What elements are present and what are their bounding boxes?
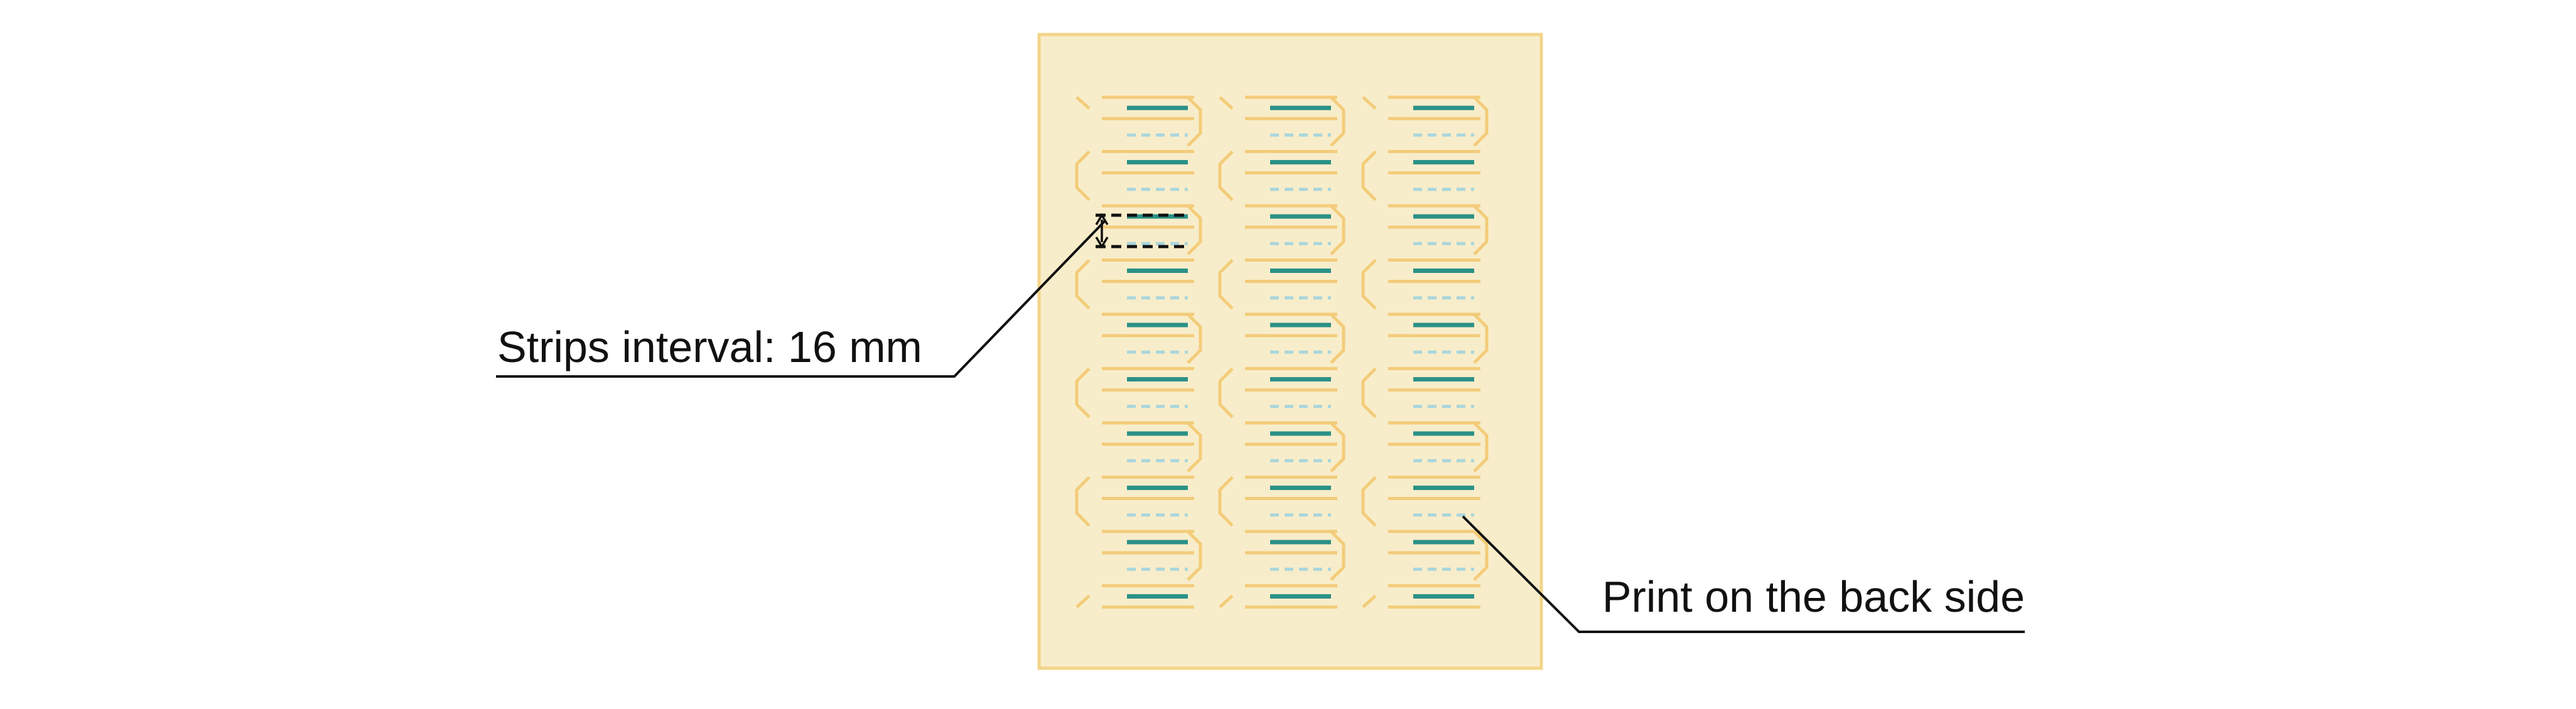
- test-strip: [1245, 476, 1337, 517]
- test-strip: [1245, 150, 1337, 191]
- test-strip: [1245, 421, 1337, 462]
- test-strip: [1245, 530, 1337, 571]
- test-strip: [1388, 421, 1480, 462]
- test-strip: [1388, 312, 1480, 354]
- test-strip: [1245, 312, 1337, 354]
- test-strip: [1388, 150, 1480, 191]
- test-strip: [1102, 259, 1194, 300]
- test-strip: [1388, 259, 1480, 300]
- test-strip: [1102, 312, 1194, 354]
- test-strip: [1102, 421, 1194, 462]
- strip-column: [1361, 95, 1489, 609]
- strip-column: [1075, 95, 1202, 609]
- test-strip: [1102, 530, 1194, 571]
- test-strip: [1388, 95, 1480, 137]
- test-strip: [1388, 584, 1480, 609]
- strip-columns: [1075, 95, 1489, 609]
- strips-interval-leader-line: [496, 220, 1106, 378]
- interval-arrow-bottom-head: [1095, 237, 1109, 249]
- strip-column: [1218, 95, 1345, 609]
- test-strip: [1245, 367, 1337, 408]
- test-strip: [1102, 367, 1194, 408]
- test-strip: [1388, 367, 1480, 408]
- test-strip: [1245, 204, 1337, 245]
- strips-interval-callout: Strips interval: 16 mm: [496, 220, 1106, 378]
- test-strip: [1245, 259, 1337, 300]
- test-strip: [1102, 476, 1194, 517]
- strips-interval-label: Strips interval: 16 mm: [497, 323, 922, 371]
- back-side-callout: Print on the back side: [1462, 515, 2025, 633]
- test-strip: [1388, 530, 1480, 571]
- back-side-leader-line: [1462, 515, 2025, 633]
- test-strip: [1245, 584, 1337, 609]
- test-strip: [1388, 476, 1480, 517]
- test-strip: [1102, 95, 1194, 137]
- test-strip: [1102, 150, 1194, 191]
- test-strip: [1102, 584, 1194, 609]
- test-strip: [1245, 95, 1337, 137]
- test-strip: [1388, 204, 1480, 245]
- back-side-label: Print on the back side: [1602, 572, 2025, 621]
